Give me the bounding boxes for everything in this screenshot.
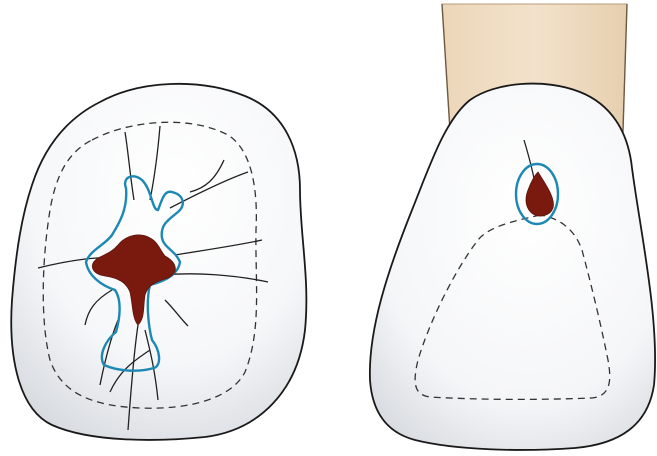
incisor-crown bbox=[370, 84, 655, 450]
molar-view bbox=[11, 84, 306, 440]
incisor-view bbox=[370, 4, 655, 450]
